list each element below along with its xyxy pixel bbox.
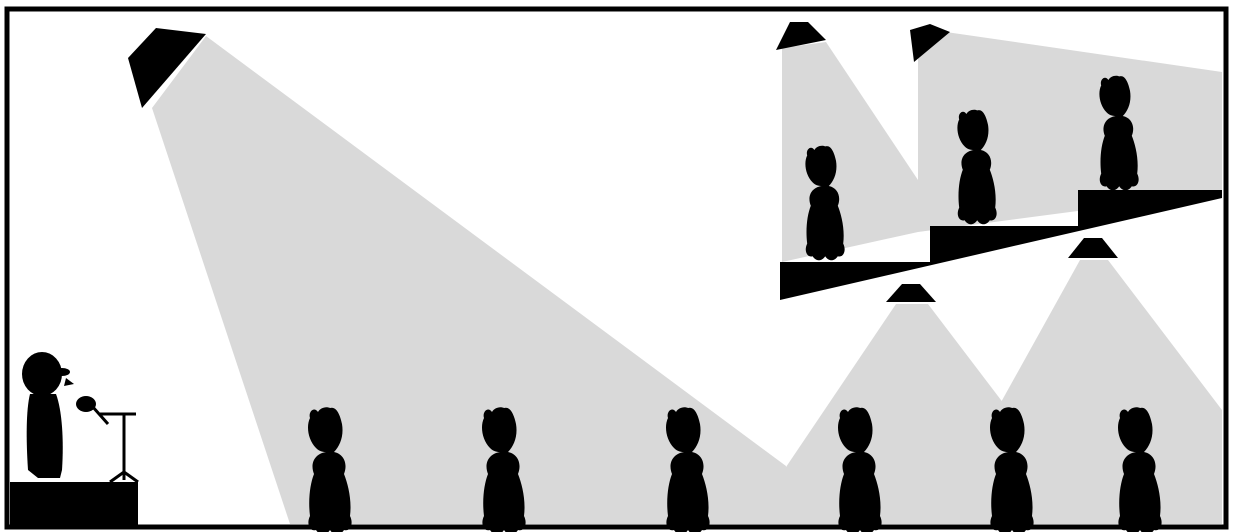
gallery-light-left-beam bbox=[782, 42, 918, 262]
microphone-stand-icon bbox=[92, 406, 138, 482]
floor-light-right-beam bbox=[1000, 260, 1222, 524]
speaker-silhouette-icon bbox=[22, 352, 74, 478]
microphone-head-icon bbox=[76, 396, 96, 412]
floor-light-left-beam bbox=[784, 304, 1004, 524]
floor-lamp-icon bbox=[1068, 238, 1118, 258]
stage bbox=[10, 482, 138, 526]
floor-lamp-icon bbox=[886, 284, 936, 302]
